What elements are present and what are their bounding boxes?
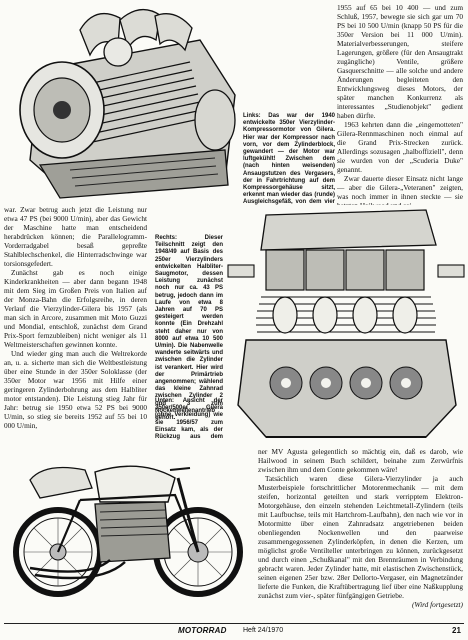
paragraph: Zunächst gab es noch einige Kinderkrankh… — [4, 268, 147, 349]
text-column-right-bottom: ner MV Agusta gelegentlich so mächtig ei… — [258, 447, 463, 609]
engine-cutaway-drawing-icon — [226, 205, 466, 447]
paragraph: Und wieder ging man auch die Weltrekorde… — [4, 349, 147, 430]
racing-motorcycle-illustration — [0, 440, 250, 608]
magazine-logo: MOTORRAD — [178, 626, 227, 635]
text-column-right-top: 1955 auf 65 bei 10 400 — und zum Schluß,… — [337, 3, 463, 210]
issue-label: Heft 24/1970 — [243, 627, 284, 634]
text-column-left: war. Zwar betrug auch jetzt die Leistung… — [4, 205, 147, 430]
paragraph: Tatsächlich waren diese Gilera-Vierzylin… — [258, 474, 463, 600]
paragraph: 1963 kehrten dann die „eingemotteten" Gi… — [337, 120, 463, 174]
engine-cutaway-illustration — [226, 205, 466, 447]
racing-motorcycle-drawing-icon — [0, 440, 250, 608]
paragraph: war. Zwar betrug auch jetzt die Leistung… — [4, 205, 147, 268]
footer-rule — [4, 623, 464, 624]
caption-right-cutaway: Rechts: Dieser Teilschnitt zeigt den 194… — [155, 235, 223, 422]
paragraph: 1955 auf 65 bei 10 400 — und zum Schluß,… — [337, 3, 463, 120]
supercharged-engine-illustration — [0, 0, 250, 202]
continuation-note: (Wird fortgesetzt) — [411, 600, 463, 609]
page-number: 21 — [452, 626, 461, 635]
supercharged-engine-drawing-icon — [0, 0, 250, 202]
paragraph: ner MV Agusta gelegentlich so mächtig ei… — [258, 447, 463, 474]
